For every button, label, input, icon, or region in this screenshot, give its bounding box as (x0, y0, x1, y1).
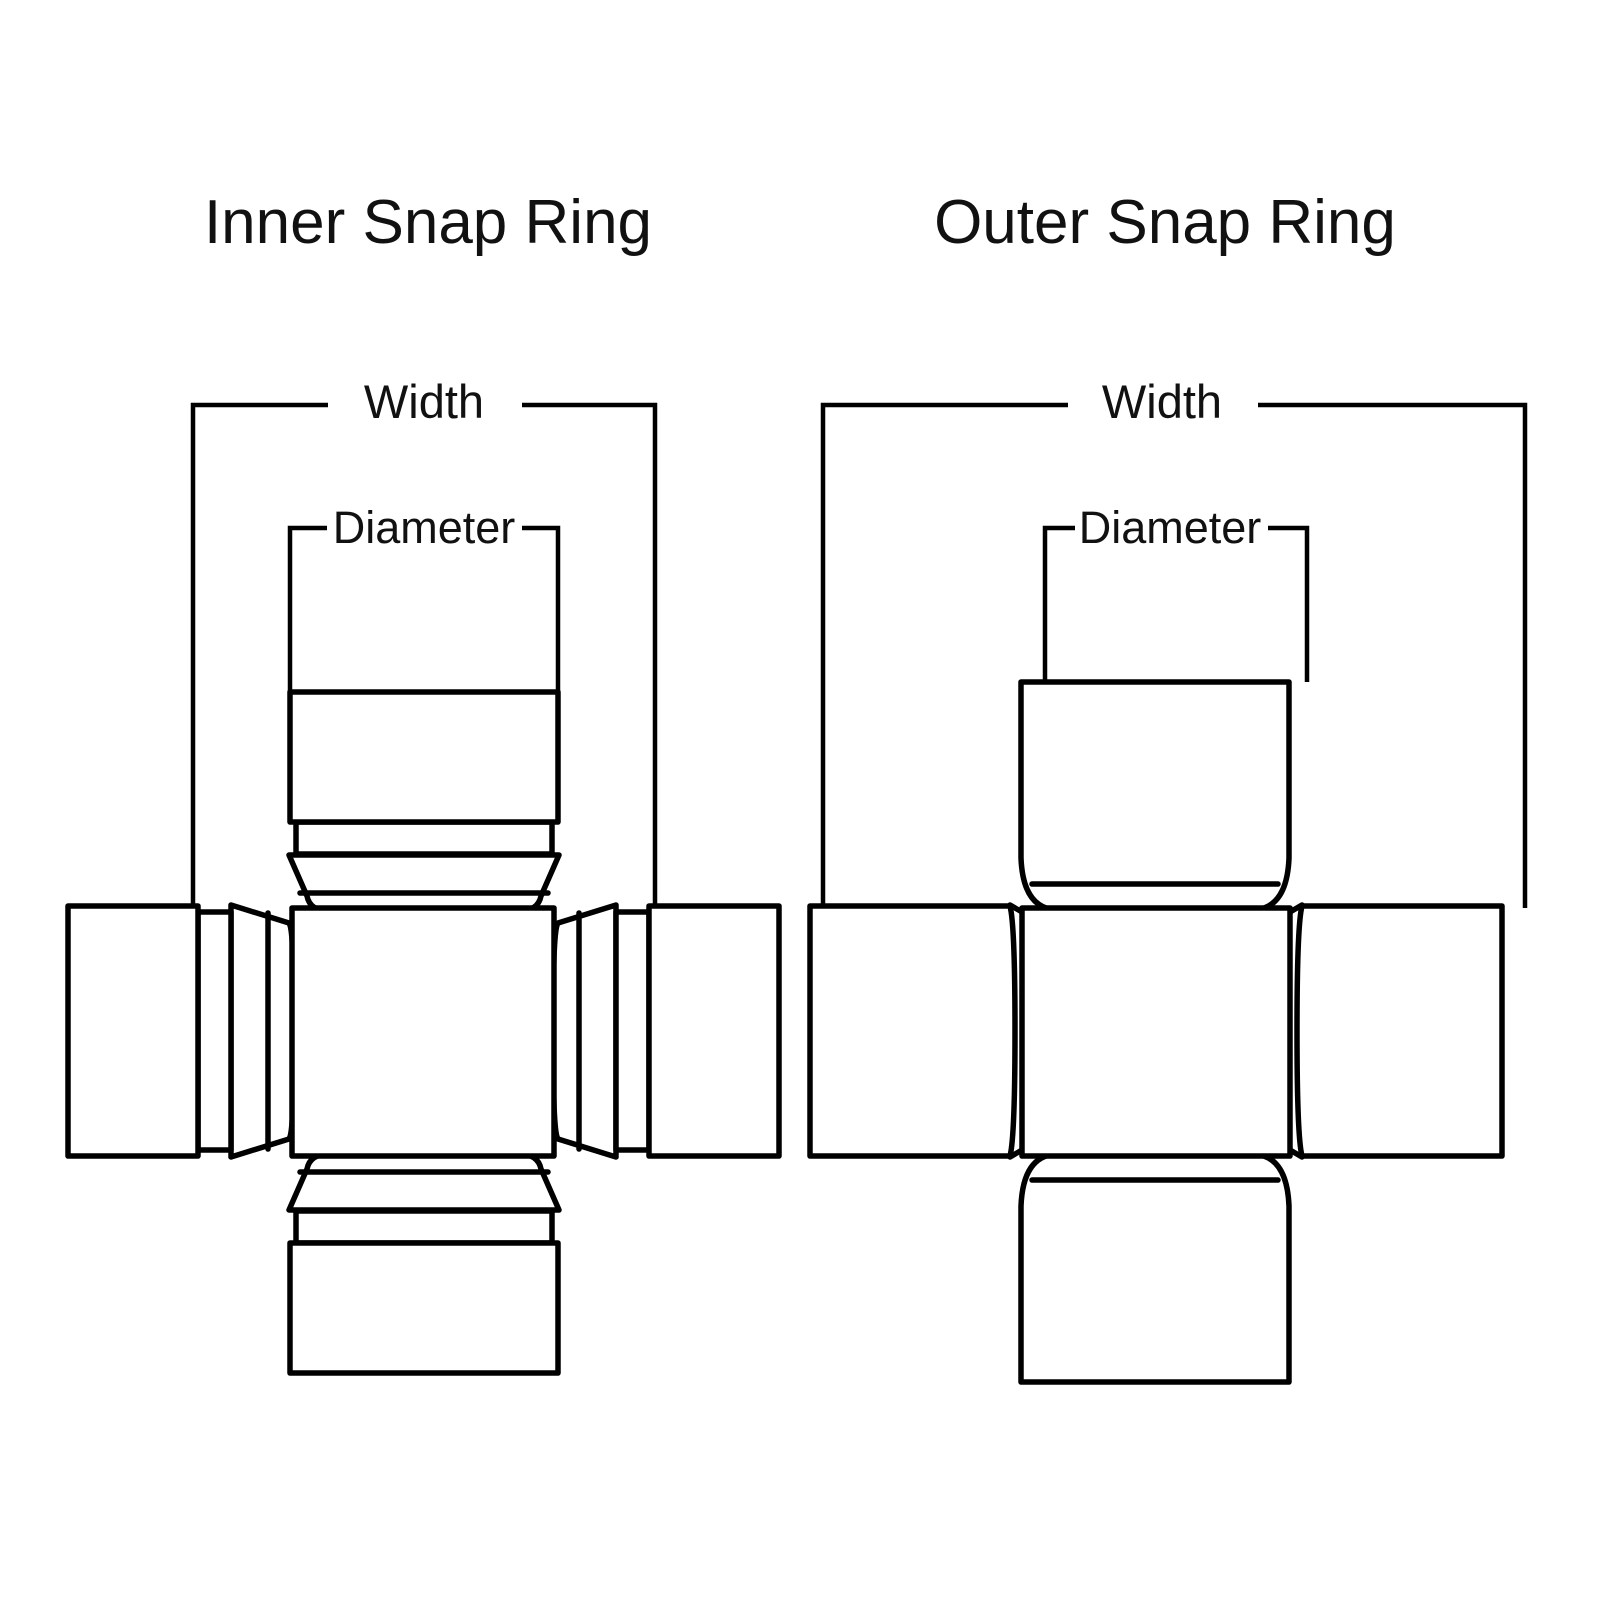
inner-right-arm-outer (646, 903, 782, 1159)
inner-width-right-leader (522, 402, 658, 908)
inner-bottom-cap-cup (286, 1151, 562, 1213)
inner-snap-ring-group: Inner Snap Ring Width Diameter (65, 188, 782, 1376)
inner-left-arm (65, 902, 297, 1160)
inner-top-cap-outer (287, 689, 561, 825)
outer-top-cap (1018, 679, 1292, 913)
inner-left-arm-outer (65, 903, 201, 1159)
inner-hub-body (289, 905, 557, 1159)
inner-width-dimension (190, 402, 658, 908)
outer-bottom-cap-cup (1018, 1151, 1292, 1385)
inner-diameter-right-leader (522, 525, 561, 692)
inner-right-arm (550, 902, 782, 1160)
inner-bottom-cap-band (293, 1208, 555, 1246)
outer-left-arm-outer (807, 903, 1018, 1159)
outer-diameter-dimension (1042, 525, 1310, 682)
inner-bottom-cap-outer (287, 1240, 561, 1376)
outer-hub-body (1019, 905, 1293, 1159)
outer-right-arm (1283, 902, 1505, 1160)
inner-diameter-dimension (287, 525, 561, 692)
outer-bottom-cap (1018, 1151, 1292, 1385)
inner-top-cap-band (293, 819, 555, 857)
outer-right-arm-outer (1294, 903, 1505, 1159)
outer-width-right-leader (1258, 402, 1528, 908)
outer-left-arm (807, 902, 1029, 1160)
outer-diameter-left-leader (1042, 525, 1075, 682)
outer-width-left-leader (820, 402, 1068, 908)
inner-left-arm-cup (228, 902, 297, 1160)
inner-left-arm-band (195, 909, 234, 1153)
inner-width-label: Width (364, 375, 484, 428)
inner-width-left-leader (190, 402, 328, 908)
outer-diameter-label: Diameter (1079, 502, 1262, 553)
outer-title: Outer Snap Ring (934, 188, 1396, 257)
inner-top-cap-cup (286, 852, 562, 914)
inner-right-arm-cup (550, 902, 619, 1160)
outer-width-label: Width (1102, 375, 1222, 428)
outer-top-cap-cup (1018, 679, 1292, 913)
inner-bottom-cap (286, 1151, 562, 1376)
inner-title: Inner Snap Ring (204, 188, 652, 257)
outer-snap-ring-group: Outer Snap Ring Width Diameter (807, 188, 1528, 1385)
inner-top-cap (286, 689, 562, 914)
outer-width-dimension (820, 402, 1528, 908)
inner-right-arm-band (613, 909, 652, 1153)
outer-diameter-right-leader (1268, 525, 1310, 682)
inner-diameter-label: Diameter (333, 502, 516, 553)
inner-diameter-left-leader (287, 525, 327, 692)
